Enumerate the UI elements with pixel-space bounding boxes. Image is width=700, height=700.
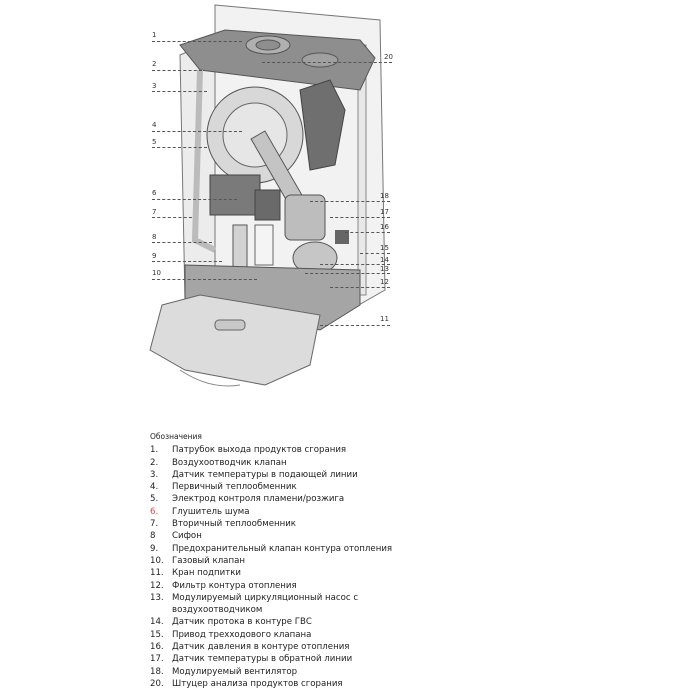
legend-item: 12. Фильтр контура отопления <box>150 580 392 592</box>
legend-item-label: Модулируемый вентилятор <box>172 666 298 677</box>
legend-item: 4. Первичный теплообменник <box>150 481 392 493</box>
legend-item-label: Предохранительный клапан контура отоплен… <box>172 543 393 554</box>
callout-13: 13 <box>380 265 389 273</box>
legend-item-label: Штуцер анализа продуктов сгорания <box>172 678 343 689</box>
legend-item: 11. Кран подпитки <box>150 567 392 579</box>
callout-12: 12 <box>380 278 389 286</box>
legend-item-number: 4. <box>150 482 159 493</box>
legend-item: воздухоотводчиком <box>150 604 392 616</box>
legend-item: 5. Электрод контроля пламени/розжига <box>150 493 392 505</box>
legend-item-number: 8 <box>150 531 156 542</box>
callout-16: 16 <box>380 223 389 231</box>
legend-item-label: Датчик температуры в подающей линии <box>172 469 358 480</box>
legend-item-label: Воздухоотводчик клапан <box>172 457 287 468</box>
legend-item-number: 18. <box>150 666 164 677</box>
legend-item-label: Датчик температуры в обратной линии <box>172 654 353 665</box>
callout-10: 10 <box>152 269 161 277</box>
legend-item-label: Глушитель шума <box>172 506 250 517</box>
legend-item-label: Привод трехходового клапана <box>172 629 312 640</box>
legend-item-number: 15. <box>150 629 164 640</box>
legend-item: 17. Датчик температуры в обратной линии <box>150 653 392 665</box>
legend-item-number: 10. <box>150 555 164 566</box>
legend-item-number: 14. <box>150 617 164 628</box>
callout-11: 11 <box>380 315 389 323</box>
legend-item: 16. Датчик давления в контуре отопления <box>150 641 392 653</box>
legend-item-number: 6. <box>150 506 159 517</box>
legend-item: 13. Модулируемый циркуляционный насос с <box>150 592 392 604</box>
legend-item: 20. Штуцер анализа продуктов сгорания <box>150 678 392 690</box>
legend-item-label: Электрод контроля пламени/розжига <box>172 494 345 505</box>
callout-2: 2 <box>152 60 157 68</box>
legend-item-label: Модулируемый циркуляционный насос с <box>172 592 359 603</box>
legend-item-number: 2. <box>150 457 159 468</box>
boiler-illustration <box>149 4 386 387</box>
legend-item-number: 16. <box>150 642 164 653</box>
legend-item-label: Первичный теплообменник <box>172 482 297 493</box>
legend-item: 14. Датчик протока в контуре ГВС <box>150 616 392 628</box>
callout-14: 14 <box>380 256 389 264</box>
callout-7: 7 <box>152 208 157 216</box>
legend-item-number <box>150 604 172 616</box>
legend-item-label: Сифон <box>172 531 202 542</box>
callout-9: 9 <box>152 252 157 260</box>
legend-item-label: Вторичный теплообменник <box>172 519 297 530</box>
callout-15: 15 <box>380 244 389 252</box>
legend-item-number: 9. <box>150 543 159 554</box>
legend-item-label: Датчик давления в контуре отопления <box>172 642 350 653</box>
legend-item: 15. Привод трехходового клапана <box>150 629 392 641</box>
legend-item-number: 11. <box>150 568 164 579</box>
legend-item-label: Газовый клапан <box>172 555 245 566</box>
callout-1: 1 <box>152 31 157 39</box>
legend-item-label: Кран подпитки <box>172 568 241 579</box>
legend-item-label: Датчик протока в контуре ГВС <box>172 617 312 628</box>
legend-item: 2. Воздухоотводчик клапан <box>150 457 392 469</box>
callout-6: 6 <box>152 189 157 197</box>
callout-8: 8 <box>152 233 157 241</box>
legend-item: 8 Сифон <box>150 530 392 542</box>
legend-item-label: воздухоотводчиком <box>172 605 263 616</box>
legend-item: 10. Газовый клапан <box>150 555 392 567</box>
legend-list: 1. Патрубок выхода продуктов сгорания 2. Во… <box>150 444 392 690</box>
legend-item: 3. Датчик температуры в подающей линии <box>150 469 392 481</box>
callout-17: 17 <box>380 208 389 216</box>
legend-item: 9. Предохранительный клапан контура отопл… <box>150 543 392 555</box>
legend-item-number: 17. <box>150 654 164 665</box>
callout-3: 3 <box>152 82 157 90</box>
legend-item-number: 5. <box>150 494 159 505</box>
legend-item-number: 12. <box>150 580 164 591</box>
legend-item: 7. Вторичный теплообменник <box>150 518 392 530</box>
legend-item-number: 13. <box>150 592 164 603</box>
legend-item-label: Фильтр контура отопления <box>172 580 297 591</box>
callout-20: 20 <box>384 53 393 61</box>
legend-item-number: 7. <box>150 519 159 530</box>
legend-title: Обозначения <box>150 432 202 441</box>
callout-18: 18 <box>380 192 389 200</box>
legend-item-number: 1. <box>150 445 159 456</box>
callout-4: 4 <box>152 121 157 129</box>
legend-item: 18. Модулируемый вентилятор <box>150 666 392 678</box>
legend-item-label: Патрубок выхода продуктов сгорания <box>172 445 347 456</box>
callout-5: 5 <box>152 138 157 146</box>
legend: Обозначения 1. Патрубок выхода продуктов … <box>150 431 392 690</box>
legend-item: 1. Патрубок выхода продуктов сгорания <box>150 444 392 456</box>
legend-item-number: 3. <box>150 469 159 480</box>
legend-item: 6. Глушитель шума <box>150 506 392 518</box>
legend-item-number: 20. <box>150 678 164 689</box>
boiler-diagram: 1 2 3 4 5 6 7 8 9 10 20 18 17 16 15 14 1… <box>149 4 393 387</box>
